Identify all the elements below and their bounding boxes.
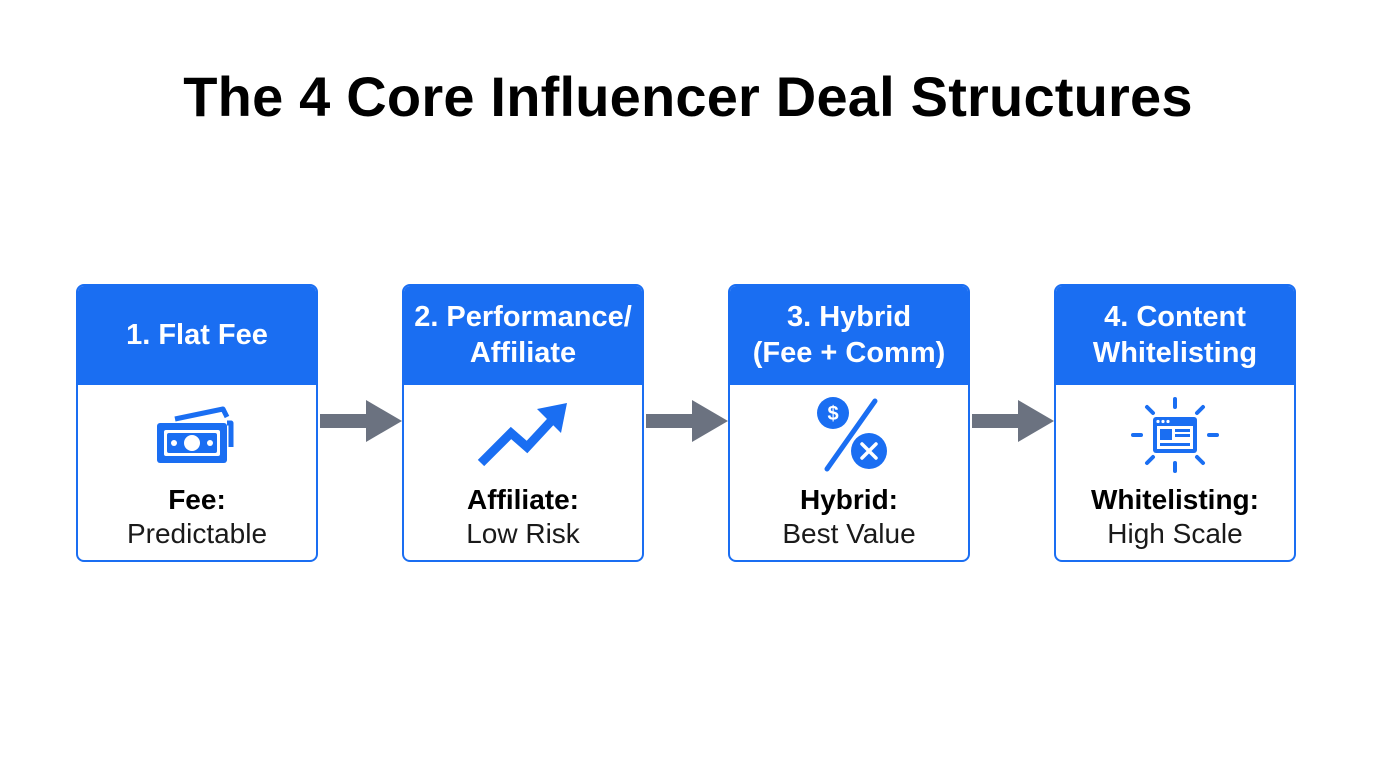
- step-caption: Whitelisting: High Scale: [1056, 483, 1294, 551]
- step-caption-label: Whitelisting:: [1091, 484, 1259, 515]
- step-caption-label: Fee:: [168, 484, 226, 515]
- svg-text:$: $: [827, 403, 838, 425]
- step-caption-value: Best Value: [782, 518, 916, 549]
- step-card-flat-fee: 1. Flat Fee Fee: Predictable: [76, 284, 318, 562]
- step-title-line-2: Whitelisting: [1092, 336, 1258, 369]
- step-caption-label: Affiliate:: [467, 484, 579, 515]
- page-title: The 4 Core Influencer Deal Structures: [183, 65, 1193, 128]
- step-caption: Hybrid: Best Value: [730, 483, 968, 551]
- browser-window-glow-icon: [1125, 397, 1225, 473]
- step-card-header: 3. Hybrid (Fee + Comm): [730, 286, 968, 385]
- step-card-performance-affiliate: 2. Performance/ Affiliate Affiliate: Low…: [402, 284, 644, 562]
- step-caption-label: Hybrid:: [800, 484, 898, 515]
- trending-up-arrow-icon: [473, 397, 573, 473]
- step-card-header: 2. Performance/ Affiliate: [404, 286, 642, 385]
- step-title-line-2: (Fee + Comm): [752, 336, 946, 369]
- step-caption-value: Low Risk: [466, 518, 580, 549]
- step-title-line-1: 1. Flat Fee: [126, 318, 268, 351]
- step-card-content-whitelisting: 4. Content Whitelisting: [1054, 284, 1296, 562]
- step-caption-value: High Scale: [1107, 518, 1243, 549]
- step-card-body: Fee: Predictable: [78, 385, 316, 560]
- step-card-body: Whitelisting: High Scale: [1056, 385, 1294, 560]
- step-caption-value: Predictable: [126, 518, 268, 549]
- step-title-line-1: 4. Content: [1104, 300, 1246, 333]
- step-title-line-1: 2. Performance/: [414, 300, 632, 333]
- step-card-body: $ Hybrid: Best Value: [730, 385, 968, 560]
- step-card-header: 4. Content Whitelisting: [1056, 286, 1294, 385]
- step-caption: Fee: Predictable: [78, 483, 316, 551]
- step-caption: Affiliate: Low Risk: [404, 483, 642, 551]
- step-title-line-2: Affiliate: [469, 336, 577, 369]
- flow-arrow-2: [646, 398, 728, 444]
- dollar-percent-icon: $: [799, 397, 899, 473]
- step-title-line-1: 3. Hybrid: [786, 300, 912, 333]
- flow-arrow-1: [320, 398, 402, 444]
- step-card-header: 1. Flat Fee: [78, 286, 316, 385]
- step-card-body: Affiliate: Low Risk: [404, 385, 642, 560]
- flow-arrow-3: [972, 398, 1054, 444]
- cash-bills-icon: [147, 397, 247, 473]
- step-card-hybrid: 3. Hybrid (Fee + Comm) $ Hybrid: Best Va…: [728, 284, 970, 562]
